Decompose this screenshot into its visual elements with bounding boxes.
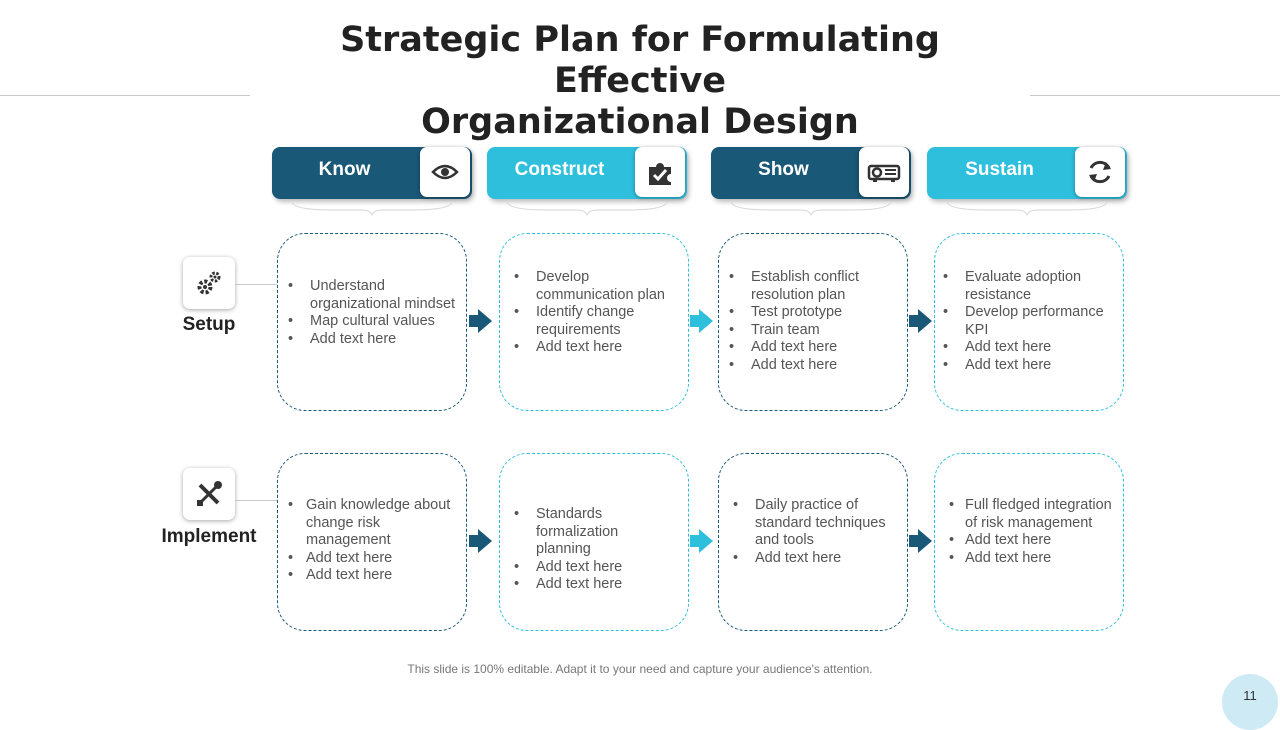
row-label-implement: Implement [161,526,257,547]
column-brace [730,201,892,216]
title-rule-left [0,95,250,96]
bullet-list: Understand organizational mindset Map cu… [288,278,456,348]
plan-card: Standards formalization planning Add tex… [499,453,689,631]
eye-icon [420,147,470,197]
bullet-item: Add text here [729,357,897,375]
bullet-item: Add text here [729,339,897,357]
bullet-list: Develop communication plan Identify chan… [514,269,676,357]
row-label-setup: Setup [182,314,236,335]
bullet-list: Daily practice of standard techniques an… [733,497,897,567]
column-header-construct: Construct [487,147,687,199]
column-header-sustain: Sustain [927,147,1127,199]
bullet-item: Gain knowledge about change risk managem… [288,497,456,550]
arrow-right-icon [469,529,492,553]
bullet-item: Add text here [949,532,1113,550]
bullet-list: Evaluate adoption resistance Develop per… [943,269,1113,374]
arrow-right-icon [469,309,492,333]
arrow-right-icon [909,529,932,553]
bullet-item: Full fledged integration of risk managem… [949,497,1113,532]
plan-card: Gain knowledge about change risk managem… [277,453,467,631]
bullet-item: Add text here [514,339,676,357]
bullet-item: Add text here [288,331,456,349]
bullet-item: Understand organizational mindset [288,278,456,313]
bullet-item: Add text here [949,550,1113,568]
puzzle-check-icon [635,147,685,197]
bullet-item: Add text here [943,357,1113,375]
bullet-item: Train team [729,322,897,340]
bullet-item: Add text here [514,576,676,594]
arrow-right-icon [690,309,713,333]
bullet-item: Identify change requirements [514,304,676,339]
column-brace [946,201,1108,216]
column-label: Know [318,159,371,180]
column-label: Show [758,159,809,180]
bullet-list: Gain knowledge about change risk managem… [288,497,456,585]
title-line-2: Organizational Design [421,102,859,142]
column-label: Construct [514,159,605,180]
column-brace [506,201,668,216]
column-header-know: Know [272,147,472,199]
column-brace [291,201,453,216]
bullet-item: Map cultural values [288,313,456,331]
page-number: 11 [1243,688,1257,703]
bullet-item: Evaluate adoption resistance [943,269,1113,304]
slide-title: Strategic Plan for Formulating Effective… [250,20,1030,143]
tools-icon [183,468,235,520]
title-rule-right [1030,95,1280,96]
bullet-item: Establish conflict resolution plan [729,269,897,304]
bullet-list: Full fledged integration of risk managem… [949,497,1113,567]
bullet-item: Add text here [288,567,456,585]
row-connector [235,500,277,501]
arrow-right-icon [690,529,713,553]
bullet-item: Develop communication plan [514,269,676,304]
plan-card: Establish conflict resolution plan Test … [718,233,908,411]
gears-icon [183,257,235,309]
plan-card: Daily practice of standard techniques an… [718,453,908,631]
column-label: Sustain [965,159,1034,180]
bullet-item: Test prototype [729,304,897,322]
title-line-1: Strategic Plan for Formulating Effective [340,20,940,101]
plan-card: Full fledged integration of risk managem… [934,453,1124,631]
bullet-item: Add text here [733,550,897,568]
bullet-list: Standards formalization planning Add tex… [514,506,676,594]
plan-card: Understand organizational mindset Map cu… [277,233,467,411]
bullet-item: Develop performance KPI [943,304,1113,339]
footer-note: This slide is 100% editable. Adapt it to… [407,662,873,676]
projector-icon [859,147,909,197]
bullet-item: Daily practice of standard techniques an… [733,497,897,550]
bullet-list: Establish conflict resolution plan Test … [729,269,897,374]
arrow-right-icon [909,309,932,333]
plan-card: Evaluate adoption resistance Develop per… [934,233,1124,411]
refresh-icon [1075,147,1125,197]
bullet-item: Add text here [288,550,456,568]
bullet-item: Standards formalization planning [514,506,676,559]
bullet-item: Add text here [514,559,676,577]
bullet-item: Add text here [943,339,1113,357]
row-connector [235,284,277,285]
column-header-show: Show [711,147,911,199]
plan-card: Develop communication plan Identify chan… [499,233,689,411]
